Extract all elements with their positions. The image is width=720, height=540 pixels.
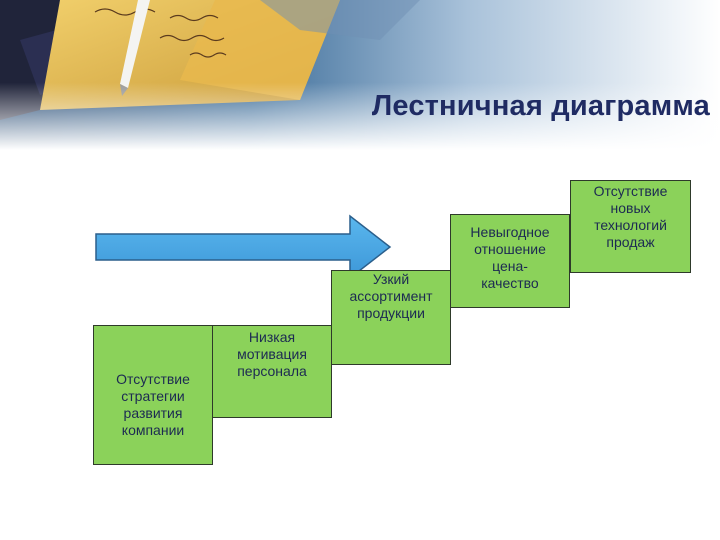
slide-title: Лестничная диаграмма xyxy=(371,90,710,122)
arrow-right-icon xyxy=(95,214,392,280)
step-box-motivation: Низкая мотивация персонала xyxy=(212,325,332,418)
header-banner-image xyxy=(0,0,720,150)
step-box-assortment: Узкий ассортимент продукции xyxy=(331,270,451,365)
step-box-strategy: Отсутствие стратегии развития компании xyxy=(93,325,213,465)
step-box-technologies: Отсутствие новых технологий продаж xyxy=(570,180,691,273)
step-box-price-quality: Невыгодное отношение цена- качество xyxy=(450,214,570,308)
